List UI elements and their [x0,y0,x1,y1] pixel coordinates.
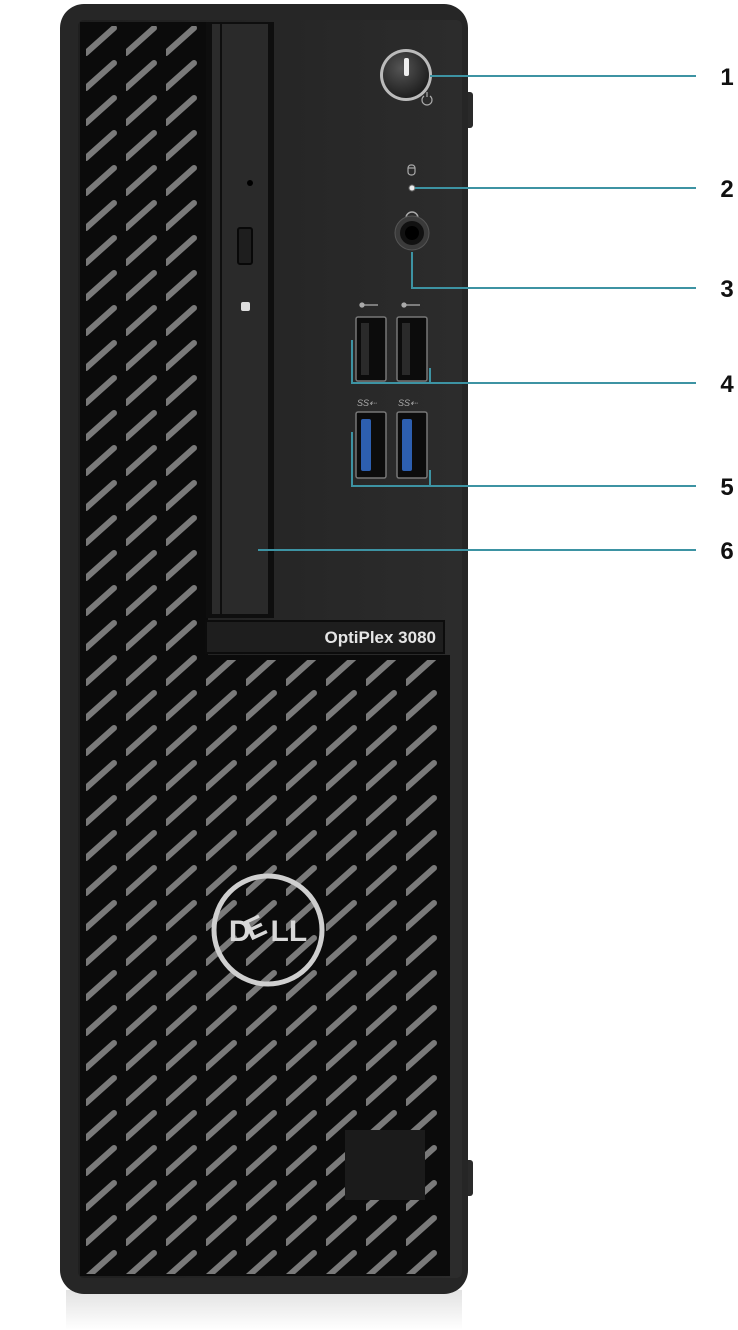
callout-line-4 [351,340,696,384]
model-label: OptiPlex 3080 [324,628,436,647]
hard-drive-activity-light [408,184,416,192]
callout-lines [258,75,696,551]
callout-number-2: 2 [720,176,733,203]
drive-activity-light [241,302,250,311]
front-badge-area [345,1130,425,1200]
usb-3-port-right[interactable] [396,411,428,479]
model-label-bar [205,620,445,654]
callout-number-3: 3 [720,276,733,303]
headset-jack[interactable] [394,215,430,251]
floor-reflection [66,1290,462,1330]
headset-icon [405,211,419,219]
svg-text:SS⇠: SS⇠ [398,398,418,408]
power-icon [421,92,433,106]
usb-2-port-left[interactable] [355,316,387,382]
usb-3-port-left[interactable] [355,411,387,479]
superspeed-usb-icon: SS⇠ SS⇠ [357,398,418,408]
usb-icon [359,302,420,308]
callout-number-1: 1 [720,64,733,91]
optical-drive[interactable] [206,22,274,618]
callout-number-4: 4 [720,371,734,398]
drive-eject-button[interactable] [237,227,253,265]
power-button[interactable] [380,49,432,101]
callout-line-5 [351,432,696,487]
callout-number-5: 5 [720,474,733,501]
ventilation-grille [80,22,450,1276]
callout-line-3 [411,252,696,289]
hard-drive-icon [407,164,416,176]
svg-text:SS⇠: SS⇠ [357,398,377,408]
usb-2-port-right[interactable] [396,316,428,382]
callout-number-6: 6 [720,538,733,565]
drive-emergency-eject-hole [247,180,253,186]
